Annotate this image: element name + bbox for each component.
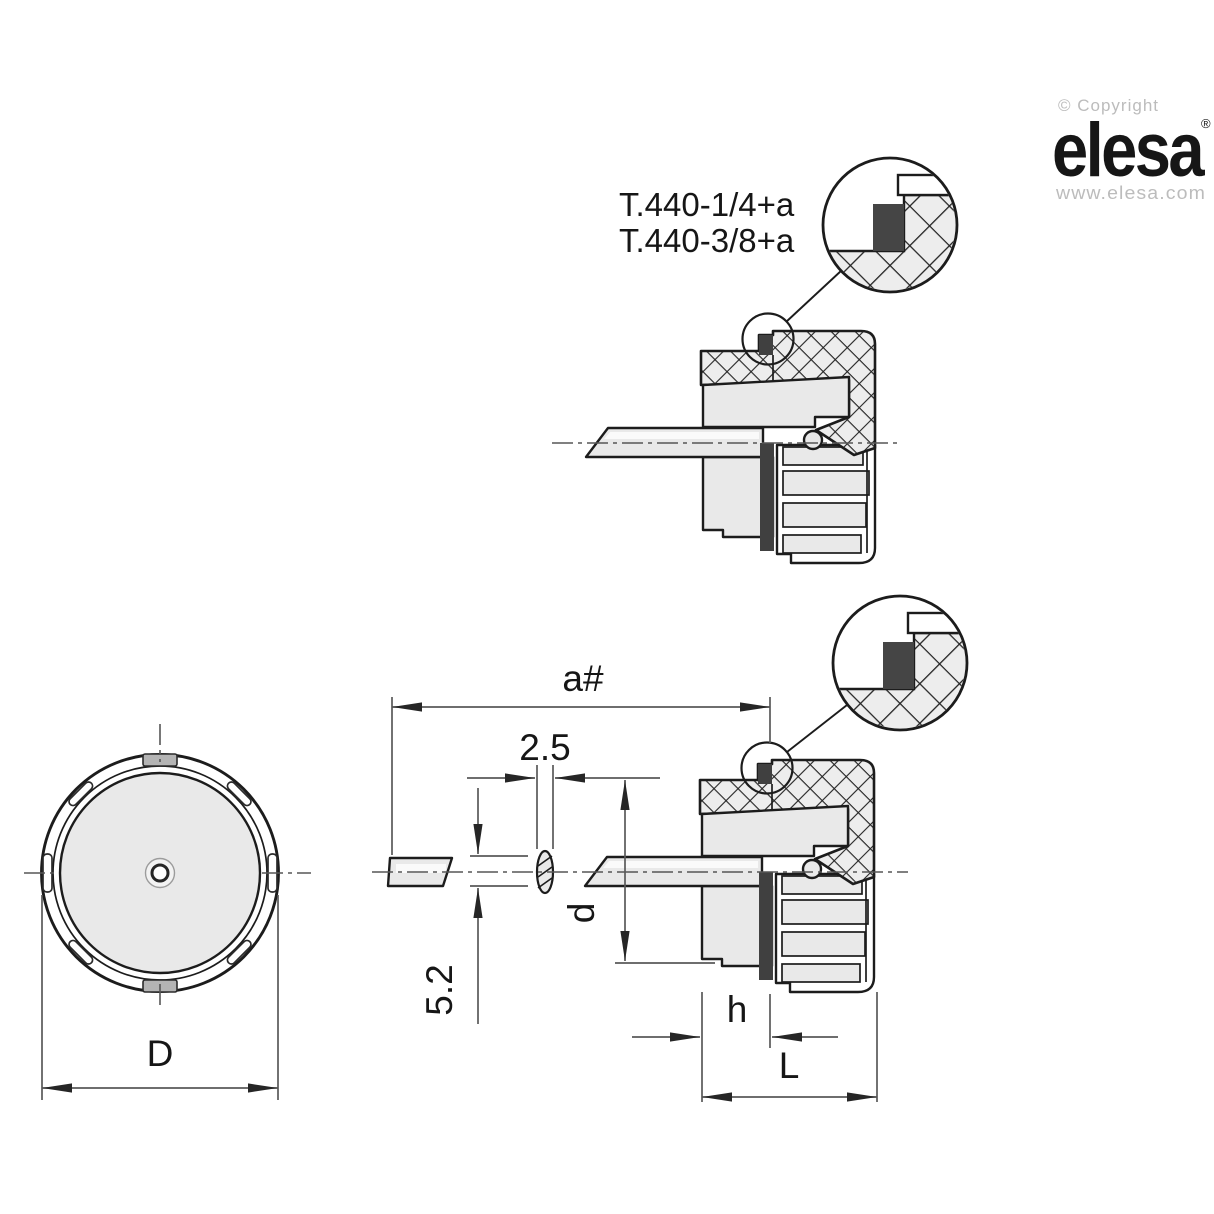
dimension-a: a# <box>391 658 771 855</box>
rim-notch <box>226 939 252 965</box>
dimension-thread-diameter: d <box>561 780 715 964</box>
leader-line-top <box>785 269 843 323</box>
dim-label-wing-width: 2.5 <box>519 727 570 768</box>
dim-label-D: D <box>147 1033 174 1074</box>
dimension-wing-thickness: 5.2 <box>419 788 528 1024</box>
wing-cross-section-hatch <box>537 855 553 889</box>
dimension-wing-width: 2.5 <box>467 727 660 849</box>
bottom-section-view: a# 2.5 5.2 d h <box>372 596 976 1102</box>
thread-size-label-1: T.440-1/4+a <box>619 186 795 223</box>
wing-end-highlight <box>396 864 446 873</box>
top-section-view <box>552 158 966 565</box>
website-text: www.elesa.com <box>1055 183 1206 203</box>
plug-side-view-top <box>584 312 877 565</box>
dim-label-wing-thickness: 5.2 <box>419 964 460 1015</box>
dim-label-a: a# <box>562 658 604 699</box>
elesa-logo: elesa <box>1052 108 1205 193</box>
copyright-text: © Copyright <box>1058 96 1159 115</box>
detail-bubble-top <box>815 158 966 300</box>
dim-label-total-length: L <box>779 1045 800 1086</box>
center-hole <box>150 863 170 883</box>
dimension-thread-length: h <box>632 989 838 1102</box>
dimension-total-length: L <box>702 992 878 1102</box>
rim-notch <box>68 939 94 965</box>
brand-block: © Copyright elesa ® www.elesa.com <box>1052 96 1211 203</box>
thread-size-labels: T.440-1/4+a T.440-3/8+a <box>619 186 795 259</box>
thread-size-label-2: T.440-3/8+a <box>619 222 795 259</box>
plug-side-view-bottom <box>583 741 876 994</box>
dim-label-thread-length: h <box>727 989 748 1030</box>
rim-notch <box>68 781 94 807</box>
dim-label-thread-diameter: d <box>561 903 602 924</box>
dimension-D: D <box>41 895 279 1100</box>
front-view: D <box>24 724 311 1100</box>
detail-bubble-bottom <box>825 596 976 738</box>
leader-line-bottom <box>786 704 848 753</box>
rim-notch <box>226 781 252 807</box>
registered-mark: ® <box>1201 116 1211 131</box>
